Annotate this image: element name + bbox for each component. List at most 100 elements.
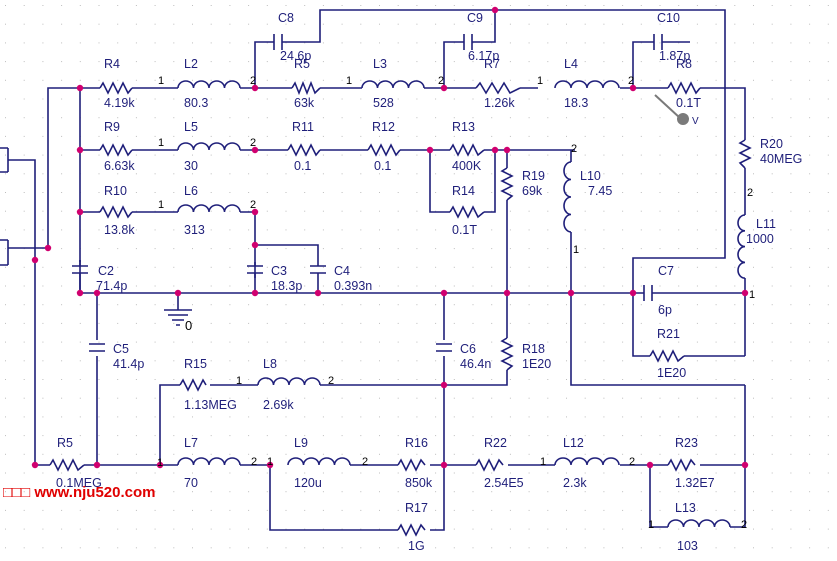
inductor-L7 [177,457,241,466]
label-C4-name: C4 [334,264,350,278]
label-R5top-value: 63k [294,96,315,110]
resistor-R9 [99,143,133,157]
label-C3-name: C3 [271,264,287,278]
inductor-L12 [554,457,620,466]
ground-label: 0 [185,318,192,333]
label-C3-value: 18.3p [271,279,302,293]
label-L10-value: 7.45 [588,184,612,198]
label-R10-value: 13.8k [104,223,135,237]
label-L13-value: 103 [677,539,698,553]
label-L5-value: 30 [184,159,198,173]
label-R20-value: 40MEG [760,152,802,166]
label-C2-name: C2 [98,264,114,278]
junction-node [76,289,84,297]
label-C7-name: C7 [658,264,674,278]
junction-node [251,84,259,92]
junction-node [266,461,274,469]
svg-text:2: 2 [250,137,256,149]
junction-node [491,6,499,14]
resistor-R14 [449,205,485,219]
label-R7-name: R7 [484,57,500,71]
label-L13-name: L13 [675,501,696,515]
svg-text:2: 2 [250,75,256,87]
label-L6-value: 313 [184,223,205,237]
junction-node [93,461,101,469]
junction-node [440,289,448,297]
capacitor-C4 [310,262,326,293]
label-R22-name: R22 [484,436,507,450]
label-R7-value: 1.26k [484,96,515,110]
label-L8-value: 2.69k [263,398,294,412]
resistor-R23 [667,458,696,472]
voltage-probe-icon[interactable] [677,113,689,125]
inductor-L13 [667,519,731,528]
resistor-R15 [179,378,207,392]
inductor-L3 [361,80,425,89]
label-L9-name: L9 [294,436,308,450]
svg-text:1: 1 [158,199,164,211]
resistor-R13 [449,143,485,157]
inductor-L10 [563,161,572,233]
label-C9-value: 6.17p [468,49,499,63]
resistor-R19 [500,167,514,201]
label-R15-name: R15 [184,357,207,371]
svg-text:1: 1 [540,456,546,468]
junction-node [76,146,84,154]
label-L4-name: L4 [564,57,578,71]
capacitor-C6 [436,343,452,352]
junction-node [629,289,637,297]
grid-dots [5,5,829,549]
label-C9-name: C9 [467,11,483,25]
svg-text:2: 2 [251,456,257,468]
label-L11-value: 1000 [746,232,774,246]
svg-text:2: 2 [571,143,577,155]
label-L12-name: L12 [563,436,584,450]
label-L5-name: L5 [184,120,198,134]
label-R13-name: R13 [452,120,475,134]
junction-node [741,461,749,469]
svg-text:1: 1 [648,519,654,531]
resistor-R17 [397,523,426,537]
resistor-R12 [367,143,401,157]
label-R23-value: 1.32E7 [675,476,715,490]
junction-node [314,289,322,297]
resistor-R22 [475,458,504,472]
label-L10-name: L10 [580,169,601,183]
watermark-text: □□□ www.nju520.com [3,484,156,501]
junction-node [44,244,52,252]
label-R17-name: R17 [405,501,428,515]
resistor-R18 [500,337,514,371]
svg-text:2: 2 [628,75,634,87]
label-R9-name: R9 [104,120,120,134]
capacitor-C7 [640,285,656,301]
svg-text:1: 1 [573,244,579,256]
junction-node [646,461,654,469]
junction-node [251,146,259,154]
svg-text:1: 1 [267,456,273,468]
resistor-R16 [397,458,426,472]
label-C5-name: C5 [113,342,129,356]
junction-node [440,84,448,92]
svg-text:2: 2 [741,519,747,531]
capacitor-C8 [270,34,286,50]
label-C10-name: C10 [657,11,680,25]
capacitor-C9 [460,34,476,50]
junction-node [503,146,511,154]
junction-node [503,289,511,297]
label-R13-value: 400K [452,159,482,173]
label-C4-value: 0.393n [334,279,372,293]
label-L12-value: 2.3k [563,476,587,490]
label-R4-name: R4 [104,57,120,71]
junction-node [76,208,84,216]
label-R5top-name: R5 [294,57,310,71]
label-R21-name: R21 [657,327,680,341]
label-L2-name: L2 [184,57,198,71]
resistor-R11 [287,143,321,157]
svg-text:2: 2 [362,456,368,468]
label-R9-value: 6.63k [104,159,135,173]
label-R12-name: R12 [372,120,395,134]
label-R16-value: 850k [405,476,433,490]
label-R16-name: R16 [405,436,428,450]
junction-node [156,461,164,469]
